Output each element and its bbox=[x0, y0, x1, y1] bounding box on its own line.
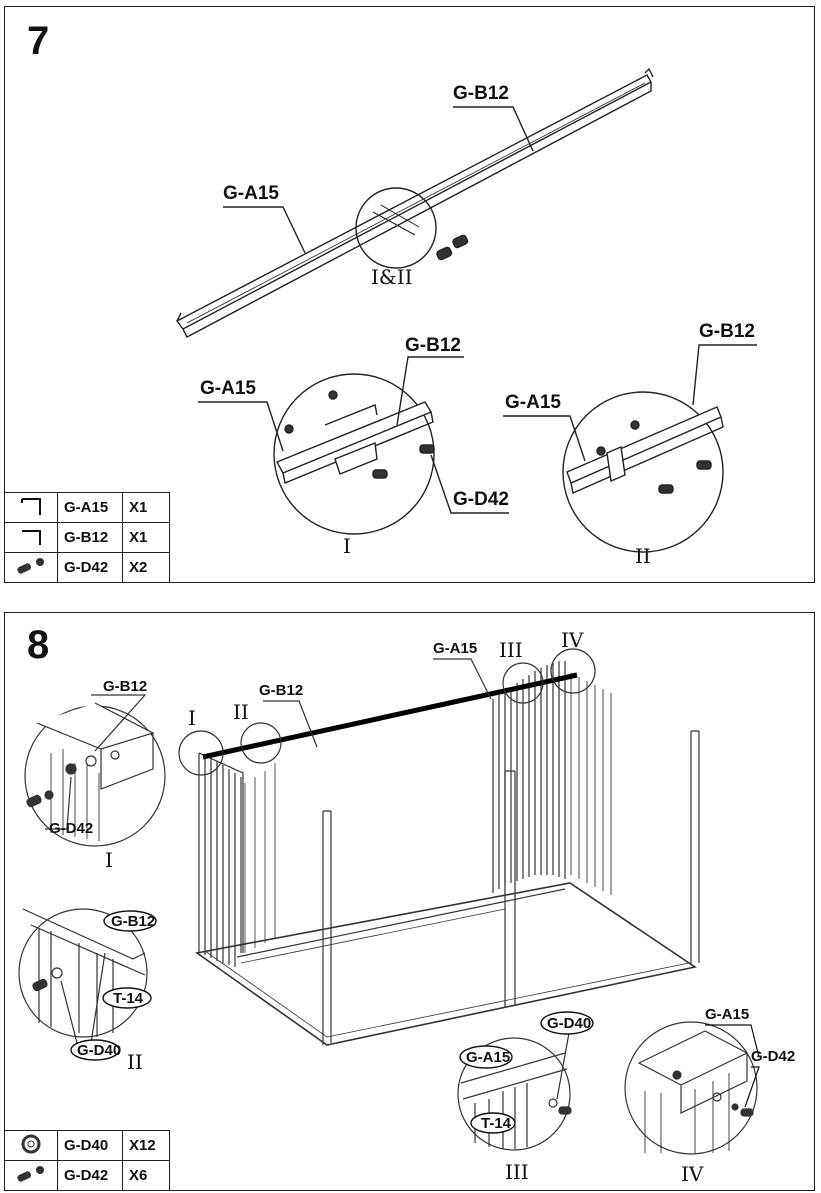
label-g-d40: G-D40 bbox=[547, 1015, 591, 1032]
label-g-b12: G-B12 bbox=[405, 335, 461, 356]
label-g-b12: G-B12 bbox=[111, 913, 155, 930]
part-code: G-A15 bbox=[57, 492, 123, 523]
table-row: G-D42 X2 bbox=[4, 552, 170, 583]
step-7-panel: 7 bbox=[4, 6, 815, 583]
part-code: G-D40 bbox=[57, 1130, 123, 1161]
step-8-illustration: G-A15 G-B12 I II III IV G-B12 G-D42 I G-… bbox=[18, 628, 795, 1186]
part-icon-cell bbox=[4, 522, 58, 553]
detail-ii-label: II bbox=[635, 544, 651, 568]
callout-iv-label: IV bbox=[561, 628, 584, 652]
label-g-a15: G-A15 bbox=[223, 183, 279, 204]
label-g-b12: G-B12 bbox=[259, 682, 303, 699]
part-qty: X1 bbox=[122, 522, 170, 553]
label-g-d40: G-D40 bbox=[77, 1042, 121, 1059]
label-g-d42: G-D42 bbox=[453, 489, 509, 510]
angle-rail-icon bbox=[21, 497, 41, 515]
table-row: G-A15 X1 bbox=[4, 492, 170, 523]
detail-i-circle bbox=[273, 373, 435, 535]
parts-table: G-A15 X1 G-B12 X1 G-D42 X2 bbox=[4, 492, 170, 583]
step-7-illustration: G-B12 G-A15 I&II G-B12 G-A15 G-D42 I G-B… bbox=[175, 67, 757, 568]
detail-ii-circle bbox=[562, 391, 724, 553]
angle-rail-icon bbox=[22, 529, 41, 545]
label-g-a15: G-A15 bbox=[200, 378, 256, 399]
detail-i-label: I bbox=[343, 534, 351, 558]
part-icon-cell bbox=[4, 492, 58, 523]
label-t-14: T-14 bbox=[481, 1115, 512, 1132]
detail-ii-label: II bbox=[127, 1050, 143, 1074]
shed-frame bbox=[194, 661, 700, 1046]
callout-circle bbox=[355, 187, 437, 269]
parts-table: G-D40 X12 G-D42 X6 bbox=[4, 1130, 170, 1191]
part-qty: X6 bbox=[122, 1160, 170, 1191]
bolt-icon bbox=[436, 234, 469, 261]
part-qty: X1 bbox=[122, 492, 170, 523]
label-g-a15: G-A15 bbox=[466, 1049, 510, 1066]
bolt-nut-icon bbox=[17, 1165, 44, 1182]
part-qty: X2 bbox=[122, 552, 170, 583]
part-icon-cell bbox=[4, 1130, 58, 1161]
detail-iii-circle bbox=[457, 1037, 571, 1151]
detail-iv-label: IV bbox=[681, 1162, 704, 1186]
part-code: G-B12 bbox=[57, 522, 123, 553]
label-g-a15: G-A15 bbox=[505, 392, 561, 413]
part-icon-cell bbox=[4, 552, 58, 583]
label-g-d42: G-D42 bbox=[49, 820, 93, 837]
step-number: 7 bbox=[27, 19, 49, 63]
callout-ii-label: II bbox=[233, 700, 249, 724]
table-row: G-D42 X6 bbox=[4, 1160, 170, 1191]
rail-assembly bbox=[175, 67, 654, 338]
label-t-14: T-14 bbox=[113, 990, 144, 1007]
top-rail bbox=[202, 672, 578, 760]
detail-iv-circle bbox=[624, 1021, 758, 1155]
label-g-b12: G-B12 bbox=[103, 678, 147, 695]
table-row: G-D40 X12 bbox=[4, 1130, 170, 1161]
part-code: G-D42 bbox=[57, 1160, 123, 1191]
part-qty: X12 bbox=[122, 1130, 170, 1161]
detail-ii-circle bbox=[18, 908, 148, 1038]
label-g-a15: G-A15 bbox=[433, 640, 477, 657]
label-g-b12: G-B12 bbox=[699, 321, 755, 342]
callout-i-label: I bbox=[188, 706, 196, 730]
callout-label: I&II bbox=[371, 265, 413, 289]
part-code: G-D42 bbox=[57, 552, 123, 583]
bolt-nut-icon bbox=[17, 557, 44, 574]
part-icon-cell bbox=[4, 1160, 58, 1191]
detail-i-label: I bbox=[105, 848, 113, 872]
label-g-b12: G-B12 bbox=[453, 83, 509, 104]
washer-icon bbox=[21, 1134, 41, 1153]
label-g-a15: G-A15 bbox=[705, 1006, 749, 1023]
step-8-panel: 8 bbox=[4, 612, 815, 1191]
table-row: G-B12 X1 bbox=[4, 522, 170, 553]
step-number: 8 bbox=[27, 623, 49, 667]
callout-iii-label: III bbox=[499, 638, 523, 662]
label-g-d42: G-D42 bbox=[751, 1048, 795, 1065]
detail-iii-label: III bbox=[505, 1160, 529, 1184]
